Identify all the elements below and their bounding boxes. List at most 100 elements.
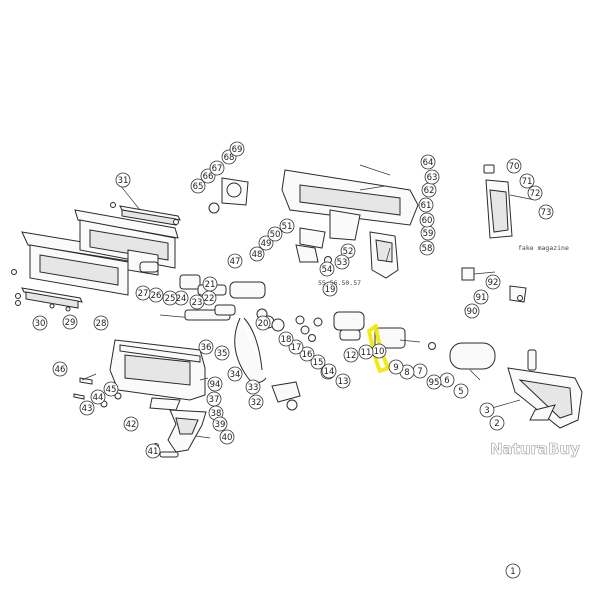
rail-cover bbox=[21, 205, 181, 309]
callout-17: 17 bbox=[288, 339, 304, 355]
callout-circle bbox=[505, 563, 521, 579]
callout-circle bbox=[319, 261, 335, 277]
callout-circle bbox=[90, 389, 106, 405]
trigger-guard-and-bits bbox=[73, 377, 181, 411]
callout-number: 13 bbox=[338, 377, 349, 387]
callout-number: 73 bbox=[541, 208, 552, 218]
callout-circle bbox=[310, 354, 326, 370]
callout-circle bbox=[279, 218, 295, 234]
lower-receiver bbox=[109, 339, 206, 401]
callout-circle bbox=[419, 212, 435, 228]
callout-circle bbox=[420, 154, 436, 170]
callout-circle bbox=[419, 240, 435, 256]
callout-22: 22 bbox=[201, 290, 217, 306]
callout-38: 38 bbox=[208, 405, 224, 421]
callout-47: 47 bbox=[227, 253, 243, 269]
callout-number: 59 bbox=[423, 229, 434, 239]
callout-60: 60 bbox=[419, 212, 435, 228]
callout-circle bbox=[32, 315, 48, 331]
callout-number: 8 bbox=[404, 368, 409, 378]
callout-28: 28 bbox=[93, 315, 109, 331]
callout-circle bbox=[245, 379, 261, 395]
callout-90: 90 bbox=[464, 303, 480, 319]
callout-19: 19 bbox=[322, 281, 338, 297]
callout-number: 52 bbox=[343, 247, 354, 257]
callout-92: 92 bbox=[485, 274, 501, 290]
callout-18: 18 bbox=[278, 331, 294, 347]
callout-circle bbox=[424, 169, 440, 185]
callout-number: 70 bbox=[509, 162, 520, 172]
callout-circle bbox=[207, 376, 223, 392]
callout-number: 10 bbox=[374, 347, 385, 357]
callout-circle bbox=[538, 204, 554, 220]
callout-27: 27 bbox=[135, 285, 151, 301]
callout-number: 7 bbox=[417, 367, 422, 377]
gas-block bbox=[208, 177, 249, 214]
callout-95: 95 bbox=[426, 374, 442, 390]
callout-35: 35 bbox=[214, 345, 230, 361]
buttstock bbox=[507, 349, 583, 429]
callout-circle bbox=[288, 339, 304, 355]
callout-circle bbox=[464, 303, 480, 319]
group-label: 55.56.50.57 bbox=[318, 279, 361, 287]
callout-number: 29 bbox=[65, 318, 76, 328]
callout-number: 48 bbox=[252, 250, 263, 260]
callout-11: 11 bbox=[358, 344, 374, 360]
callout-number: 35 bbox=[217, 349, 228, 359]
callout-number: 19 bbox=[325, 285, 336, 295]
callout-circle bbox=[227, 366, 243, 382]
callout-6: 6 bbox=[439, 372, 455, 388]
callout-number: 65 bbox=[193, 182, 204, 192]
callout-31: 31 bbox=[115, 172, 131, 188]
callout-13: 13 bbox=[335, 373, 351, 389]
callout-number: 9 bbox=[393, 363, 398, 373]
callout-10: 10 bbox=[371, 343, 387, 359]
callout-number: 36 bbox=[201, 343, 212, 353]
magazine-label: fake magazine bbox=[518, 244, 569, 252]
callout-number: 44 bbox=[93, 393, 104, 403]
callout-number: 69 bbox=[232, 145, 243, 155]
callout-circle bbox=[209, 160, 225, 176]
callout-number: 37 bbox=[209, 395, 220, 405]
callout-number: 90 bbox=[467, 307, 478, 317]
callout-41: 41 bbox=[145, 443, 161, 459]
callout-circle bbox=[248, 394, 264, 410]
callout-number: 21 bbox=[205, 280, 216, 290]
callout-number: 15 bbox=[313, 358, 324, 368]
callout-51: 51 bbox=[279, 218, 295, 234]
callout-number: 64 bbox=[423, 158, 434, 168]
callout-number: 38 bbox=[211, 409, 222, 419]
highlight-part-10 bbox=[367, 324, 390, 373]
callout-circle bbox=[229, 141, 245, 157]
callout-circle bbox=[426, 374, 442, 390]
callout-circle bbox=[485, 274, 501, 290]
callout-61: 61 bbox=[418, 197, 434, 213]
callout-65: 65 bbox=[190, 178, 206, 194]
callout-36: 36 bbox=[198, 339, 214, 355]
callout-circle bbox=[62, 314, 78, 330]
callout-number: 11 bbox=[361, 348, 372, 358]
callout-number: 60 bbox=[422, 216, 433, 226]
callout-number: 71 bbox=[522, 177, 533, 187]
callout-15: 15 bbox=[310, 354, 326, 370]
callout-71: 71 bbox=[519, 173, 535, 189]
callout-circle bbox=[189, 294, 205, 310]
callout-48: 48 bbox=[249, 246, 265, 262]
callout-number: 41 bbox=[148, 447, 159, 457]
callout-circle bbox=[79, 400, 95, 416]
callout-number: 72 bbox=[530, 189, 541, 199]
callout-number: 43 bbox=[82, 404, 93, 414]
callout-circle bbox=[489, 415, 505, 431]
callout-circle bbox=[358, 344, 374, 360]
callout-number: 26 bbox=[151, 291, 162, 301]
hop-up-grip-unit bbox=[369, 231, 399, 279]
callout-circle bbox=[519, 173, 535, 189]
callout-number: 94 bbox=[210, 380, 221, 390]
callout-37: 37 bbox=[206, 391, 222, 407]
callout-number: 54 bbox=[322, 265, 333, 275]
callout-number: 12 bbox=[346, 351, 357, 361]
callout-circle bbox=[115, 172, 131, 188]
callout-circle bbox=[267, 226, 283, 242]
callout-circle bbox=[255, 315, 271, 331]
callout-circle bbox=[162, 290, 178, 306]
